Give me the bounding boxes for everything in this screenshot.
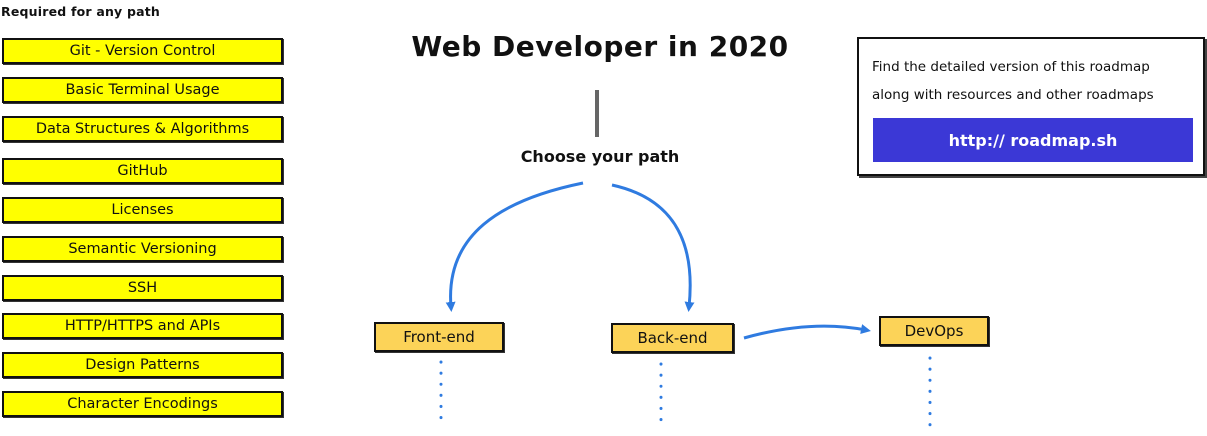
arrow-to-frontend: [445, 181, 584, 312]
arrow-to-backend: [611, 183, 695, 312]
arrow-to-devops: [743, 324, 871, 340]
required-item-terminal[interactable]: Basic Terminal Usage: [2, 77, 283, 103]
required-item-semver[interactable]: Semantic Versioning: [2, 236, 283, 262]
required-item-github[interactable]: GitHub: [2, 158, 283, 184]
required-item-http[interactable]: HTTP/HTTPS and APIs: [2, 313, 283, 339]
required-item-licenses[interactable]: Licenses: [2, 197, 283, 223]
required-item-ssh[interactable]: SSH: [2, 275, 283, 301]
page-title: Web Developer in 2020: [411, 30, 789, 63]
info-line-1: Find the detailed version of this roadma…: [872, 59, 1150, 75]
info-box: Find the detailed version of this roadma…: [857, 37, 1205, 176]
roadmap-link-button[interactable]: http:// roadmap.sh: [873, 118, 1193, 162]
choose-path-label: Choose your path: [520, 147, 680, 166]
required-item-dsa[interactable]: Data Structures & Algorithms: [2, 116, 283, 142]
required-item-char-encodings[interactable]: Character Encodings: [2, 391, 283, 417]
required-heading: Required for any path: [1, 4, 161, 19]
frontend-path-button[interactable]: Front-end: [374, 322, 504, 352]
required-item-design-patterns[interactable]: Design Patterns: [2, 352, 283, 378]
backend-path-button[interactable]: Back-end: [611, 323, 734, 353]
info-line-2: along with resources and other roadmaps: [872, 87, 1154, 103]
devops-path-button[interactable]: DevOps: [879, 316, 989, 346]
required-item-git[interactable]: Git - Version Control: [2, 38, 283, 64]
